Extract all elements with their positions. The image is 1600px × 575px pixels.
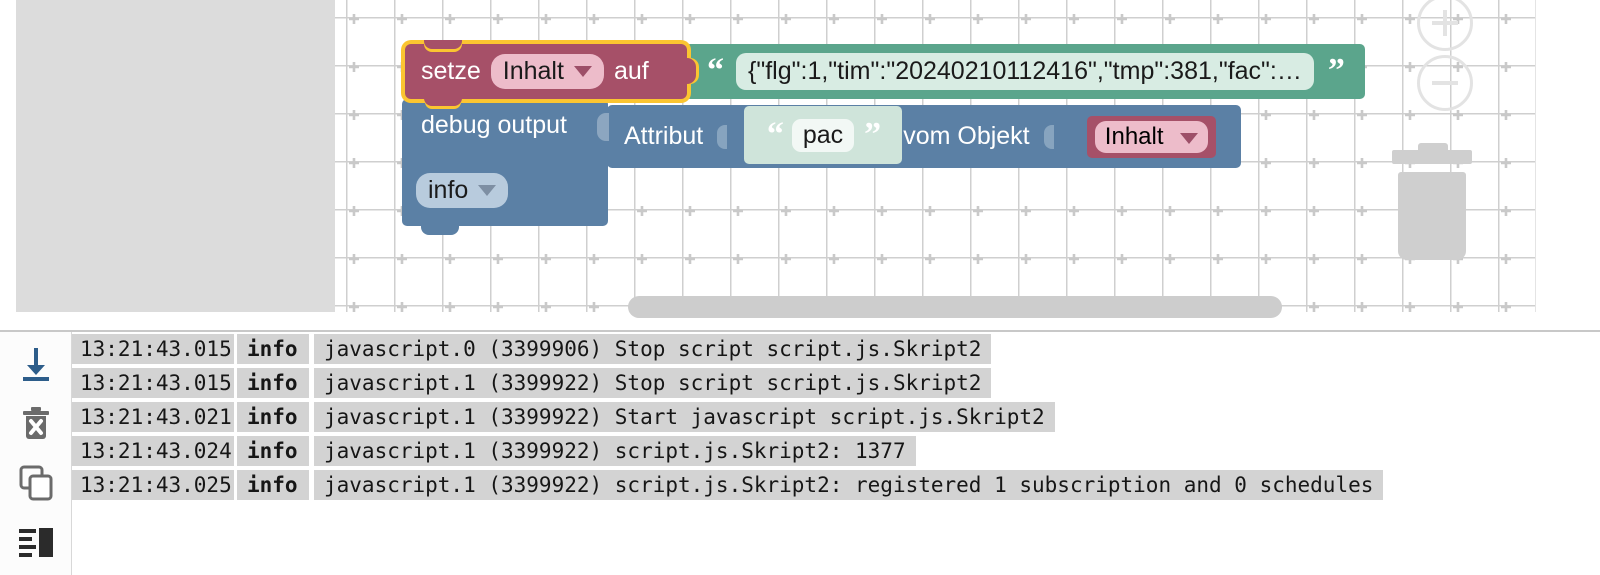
- attribute-label: Attribut: [624, 122, 704, 150]
- open-quote-icon: “: [766, 115, 784, 153]
- log-timestamp: 13:21:43.024: [72, 435, 234, 466]
- zoom-in-icon[interactable]: [1417, 0, 1473, 51]
- toggle-columns-icon[interactable]: [10, 518, 62, 567]
- log-toolbar: [0, 332, 72, 575]
- log-message: javascript.1 (3399922) script.js.Skript2…: [314, 435, 916, 466]
- trash-can-icon[interactable]: [1392, 143, 1472, 260]
- set-label: setze: [421, 57, 481, 85]
- log-timestamp: 13:21:43.015: [72, 333, 234, 364]
- block-notch-top: [424, 40, 462, 49]
- table-row[interactable]: 13:21:43.021 info javascript.1 (3399922)…: [72, 401, 1600, 432]
- log-level: info: [237, 367, 309, 398]
- zoom-out-icon[interactable]: [1417, 55, 1473, 111]
- block-text-literal[interactable]: “ {"flg":1,"tim":"20240210112416","tmp":…: [685, 44, 1365, 99]
- chevron-down-icon: [1180, 133, 1199, 144]
- block-notch-bottom: [424, 96, 462, 106]
- log-message: javascript.1 (3399922) Stop script scrip…: [314, 367, 992, 398]
- copy-log-icon[interactable]: [10, 459, 62, 508]
- clear-log-icon[interactable]: [10, 399, 62, 448]
- log-timestamp: 13:21:43.025: [72, 469, 234, 500]
- from-object-label: vom Objekt: [903, 122, 1030, 150]
- log-level: info: [237, 435, 309, 466]
- table-row[interactable]: 13:21:43.015 info javascript.1 (3399922)…: [72, 367, 1600, 398]
- block-debug-output[interactable]: debug output info: [402, 99, 609, 235]
- log-level-dropdown[interactable]: info: [416, 173, 509, 208]
- table-row[interactable]: 13:21:43.025 info javascript.1 (3399922)…: [72, 469, 1600, 500]
- log-level: info: [237, 401, 309, 432]
- object-variable-dropdown[interactable]: Inhalt: [1094, 121, 1209, 153]
- block-output-plug: [680, 58, 696, 84]
- scroll-to-bottom-icon[interactable]: [10, 340, 62, 389]
- log-level-dropdown-label: info: [428, 176, 469, 204]
- variable-dropdown[interactable]: Inhalt: [490, 54, 604, 89]
- log-timestamp: 13:21:43.015: [72, 367, 234, 398]
- block-set-variable[interactable]: setze Inhalt auf: [405, 40, 696, 106]
- chevron-down-icon: [478, 185, 497, 196]
- log-message: javascript.0 (3399906) Stop script scrip…: [314, 333, 992, 364]
- log-level: info: [237, 333, 309, 364]
- log-timestamp: 13:21:43.021: [72, 401, 234, 432]
- open-quote-icon: “: [707, 52, 724, 90]
- log-message: javascript.1 (3399922) script.js.Skript2…: [314, 469, 1384, 500]
- debug-output-label: debug output: [421, 111, 567, 139]
- blockly-workspace[interactable]: setze Inhalt auf “ {"flg":1,"tim":"20240…: [0, 0, 1600, 330]
- close-quote-icon: ”: [1327, 52, 1345, 90]
- close-quote-icon: ”: [864, 115, 881, 153]
- block-notch-bottom: [421, 224, 459, 235]
- block-input-socket: [717, 124, 728, 149]
- block-attribute-name-literal[interactable]: “ pac ”: [744, 106, 902, 164]
- workspace-horizontal-scrollbar[interactable]: [628, 296, 1282, 318]
- block-input-socket-object: [1043, 124, 1054, 149]
- log-row-list[interactable]: 13:21:43.015 info javascript.0 (3399906)…: [72, 332, 1600, 575]
- text-literal-value[interactable]: {"flg":1,"tim":"20240210112416","tmp":38…: [736, 53, 1314, 90]
- object-variable-dropdown-label: Inhalt: [1104, 123, 1164, 150]
- variable-dropdown-label: Inhalt: [502, 57, 564, 85]
- chevron-down-icon: [573, 66, 592, 77]
- log-panel: 13:21:43.015 info javascript.0 (3399906)…: [0, 330, 1600, 575]
- toolbox-flyout-panel[interactable]: [16, 0, 335, 312]
- block-variable-getter[interactable]: Inhalt: [1087, 116, 1216, 158]
- log-level: info: [237, 469, 309, 500]
- canvas-right-edge: [1535, 0, 1600, 312]
- attribute-name-value[interactable]: pac: [791, 118, 855, 152]
- log-message: javascript.1 (3399922) Start javascript …: [314, 401, 1055, 432]
- table-row[interactable]: 13:21:43.015 info javascript.0 (3399906)…: [72, 333, 1600, 364]
- table-row[interactable]: 13:21:43.024 info javascript.1 (3399922)…: [72, 435, 1600, 466]
- to-label: auf: [613, 57, 649, 85]
- block-input-socket: [597, 113, 609, 141]
